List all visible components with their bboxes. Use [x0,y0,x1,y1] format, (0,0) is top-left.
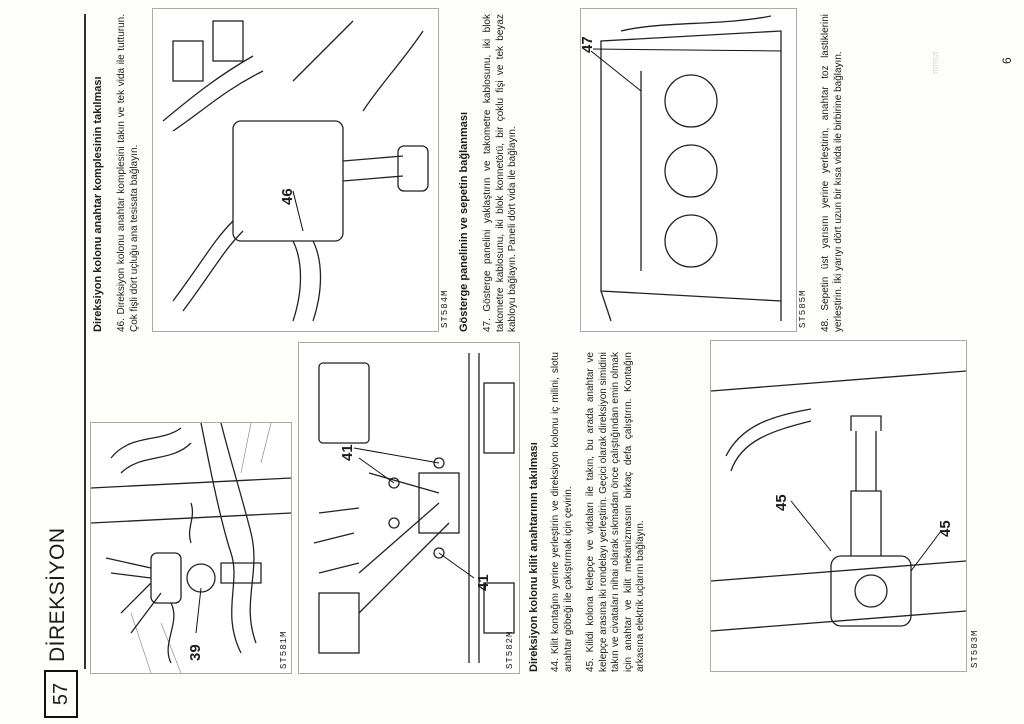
paragraph-48: 48. Sepetin üst yarısını yerine yerleşti… [820,14,844,332]
switch-assembly-wiring-illustration [162,20,429,322]
paragraph-47: 47. Gösterge panelini yaklaştırın ve tak… [482,14,518,332]
paragraph-45: 45. Kilidi kolona kelepçe ve vidaları il… [585,352,646,672]
callout-45-a: 45 [937,520,954,537]
page-number: 6 [1000,57,1014,64]
section-number-badge: 57 [44,670,78,718]
heading-switch-assembly-fitting: Direksiyon kolonu anahtar komplesinin ta… [92,76,104,332]
figure-code-st585m: ST585M [798,289,808,328]
figure-code-st584m: ST584M [440,289,450,328]
figure-code-st582m: ST582M [505,630,515,669]
instrument-panel-illustration [590,15,782,322]
figure-st581m: 39 ST581M [90,422,292,674]
watermark: mmot [930,51,940,75]
callout-41-a: 41 [475,574,492,591]
paragraph-46: 46. Direksiyon kolonu anahtar komplesini… [116,14,140,332]
right-text-block-2: Gösterge panelinin ve sepetin bağlanması… [458,14,520,332]
figure-st582m: 41 41 41 ST582M [298,342,520,674]
heading-instrument-panel-connection: Gösterge panelinin ve sepetin bağlanması [458,111,470,332]
figure-code-st583m: ST583M [970,629,980,668]
column-lock-clamp-illustration [711,370,966,632]
pedal-assembly-illustration [313,353,515,663]
figure-code-st581m: ST581M [279,630,289,669]
left-text-column: Direksiyon kolonu kilit anahtarının takı… [528,352,648,672]
right-text-block-3: 48. Sepetin üst yarısını yerine yerleşti… [820,14,845,332]
figure-st585m: 47 [579,8,797,332]
figure-st584m: 46 [152,8,439,332]
paragraph-44: 44. Kilit kontağını yerine yerleştirin v… [550,352,574,672]
steering-column-illustration [91,423,291,673]
callout-47: 47 [579,36,596,53]
heading-lock-switch-fitting: Direksiyon kolonu kilit anahtarının takı… [528,442,540,672]
right-text-block-1: Direksiyon kolonu anahtar komplesinin ta… [92,14,141,332]
callout-39: 39 [187,644,204,661]
callout-45-b: 45 [773,494,790,511]
section-title: DİREKSİYON [46,527,69,662]
figure-st583m: 45 45 [710,340,967,672]
callout-46: 46 [279,188,296,205]
header-rule [84,14,86,669]
callout-41-b: 41 [339,444,356,461]
